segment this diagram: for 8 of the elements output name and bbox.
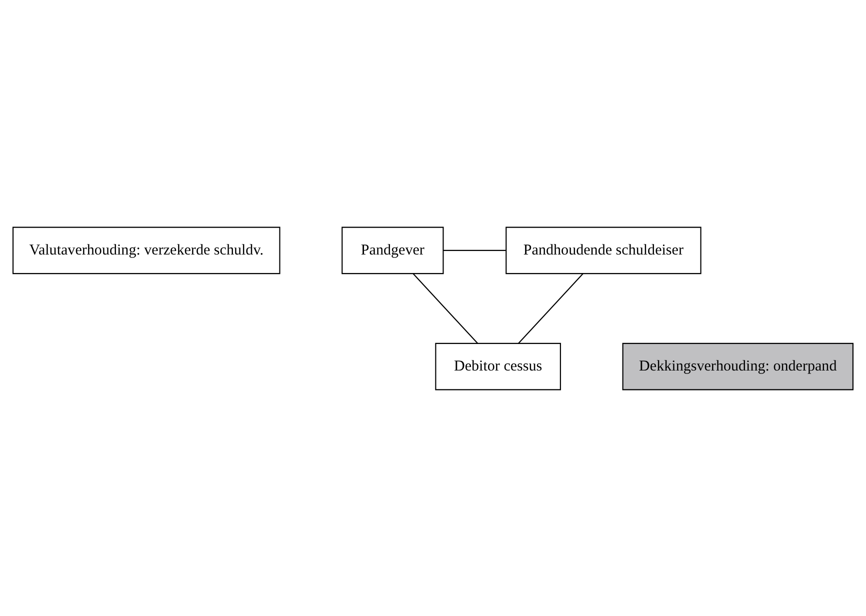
- node-box: Debitor cessus: [435, 342, 561, 390]
- connector: [412, 272, 478, 344]
- node-box: Pandhoudende schuldeiser: [506, 226, 702, 274]
- connector: [443, 249, 506, 250]
- connector: [518, 272, 584, 344]
- node-box: Pandgever: [342, 226, 444, 274]
- node-box: Valutaverhouding: verzekerde schuldv.: [12, 226, 280, 274]
- node-box: Dekkingsverhouding: onderpand: [622, 342, 854, 390]
